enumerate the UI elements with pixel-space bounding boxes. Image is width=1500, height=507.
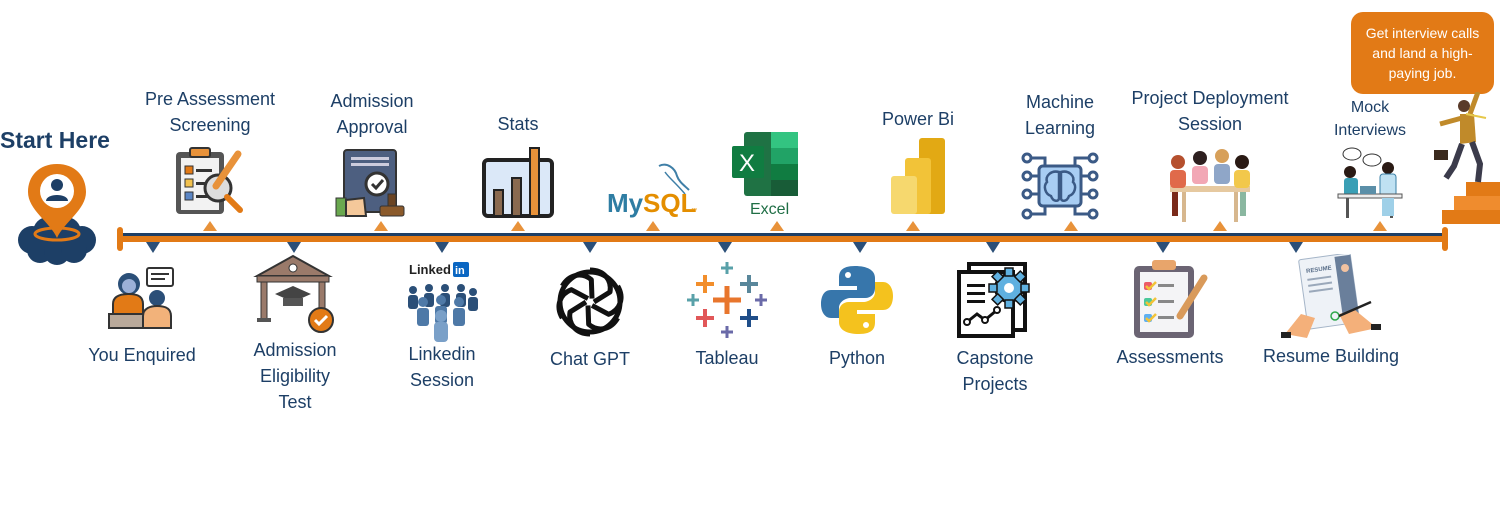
step-label-line: Assessments xyxy=(1116,347,1224,367)
timeline-start-cap xyxy=(117,227,123,251)
svg-text:SQL: SQL xyxy=(643,188,697,218)
ai-brain-chip-icon xyxy=(1021,148,1099,229)
chatgpt-logo-icon xyxy=(550,262,630,347)
timeline-marker-down xyxy=(986,242,1000,253)
timeline-marker-down xyxy=(435,242,449,253)
resume-signing-icon: RESUME xyxy=(1281,252,1381,345)
step-label-line: Linkedin xyxy=(408,344,476,364)
timeline-marker-down xyxy=(853,242,867,253)
step-label-line: Admission xyxy=(253,340,337,360)
step-label-line: Tableau xyxy=(695,348,759,368)
timeline-marker-up xyxy=(770,221,784,231)
step-label-line: Interviews xyxy=(1333,122,1407,139)
power-bi-logo-icon xyxy=(887,136,949,221)
python-logo-icon xyxy=(819,262,895,343)
institution-check-icon xyxy=(253,254,337,341)
timeline-line xyxy=(119,233,1447,236)
step-label-line: Projects xyxy=(962,374,1028,394)
step-label-line: Session xyxy=(1177,114,1243,134)
document-approval-stamp-icon xyxy=(334,148,410,225)
step-label: Resume Building xyxy=(1263,343,1399,369)
step-label-line: Approval xyxy=(336,117,408,137)
step-label: Python xyxy=(829,345,885,371)
timeline-marker-up xyxy=(1213,221,1227,231)
step-label: Stats xyxy=(497,111,538,137)
svg-text:™: ™ xyxy=(691,207,697,214)
svg-text:RESUME: RESUME xyxy=(1306,265,1332,275)
timeline-marker-up xyxy=(1064,221,1078,231)
step-label: Chat GPT xyxy=(550,346,630,372)
bar-chart-icon xyxy=(480,146,556,225)
svg-text:Linked: Linked xyxy=(409,262,451,277)
step-label-line: Power Bi xyxy=(881,109,955,129)
step-label-line: Mock xyxy=(1350,99,1390,116)
step-label-line: Eligibility xyxy=(259,366,331,386)
timeline-marker-up xyxy=(646,221,660,231)
step-label: Tableau xyxy=(695,345,758,371)
start-here-title: Start Here xyxy=(0,127,110,153)
step-label-line: Stats xyxy=(497,114,539,134)
excel-logo-icon: X Excel xyxy=(728,130,808,221)
capstone-document-gear-icon xyxy=(955,260,1035,345)
timeline-marker-up xyxy=(511,221,525,231)
step-label-line: You Enquired xyxy=(88,345,196,365)
linkedin-group-icon: Linked in xyxy=(405,260,479,349)
step-label-line: Machine xyxy=(1025,92,1095,112)
timeline-marker-up xyxy=(374,221,388,231)
timeline-line-orange xyxy=(119,236,1447,242)
step-label-line: Session xyxy=(409,370,475,390)
timeline-marker-up xyxy=(203,221,217,231)
step-label-line: Pre Assessment xyxy=(144,89,276,109)
step-label-line: Project Deployment xyxy=(1131,88,1289,108)
step-label-line: Chat GPT xyxy=(549,349,631,369)
svg-text:Excel: Excel xyxy=(750,201,789,216)
step-label-line: Admission xyxy=(330,91,414,111)
team-meeting-icon xyxy=(1160,146,1260,229)
step-label-line: Python xyxy=(828,348,886,368)
timeline-marker-down xyxy=(1156,242,1170,253)
step-label-line: Learning xyxy=(1024,118,1096,138)
svg-text:in: in xyxy=(455,265,465,277)
step-label: You Enquired xyxy=(88,342,195,368)
step-label: Assessments xyxy=(1116,344,1223,370)
timeline-marker-down xyxy=(287,242,301,253)
location-pin-person-icon xyxy=(14,160,100,271)
timeline-marker-up xyxy=(1373,221,1387,231)
timeline-marker-up xyxy=(906,221,920,231)
step-label-line: Screening xyxy=(169,115,251,135)
tableau-logo-icon xyxy=(685,260,769,345)
goal-speech-bubble: Get interview calls and land a high-payi… xyxy=(1351,12,1494,94)
interview-icon xyxy=(1332,146,1408,225)
climbing-stairs-success-icon xyxy=(1430,91,1500,232)
enquiry-desk-icon xyxy=(107,266,177,337)
svg-text:My: My xyxy=(607,188,644,218)
checklist-clipboard-icon xyxy=(1130,256,1210,345)
timeline-end-cap xyxy=(1442,227,1448,251)
timeline-marker-down xyxy=(146,242,160,253)
timeline-marker-down xyxy=(718,242,732,253)
step-label-line: Test xyxy=(278,392,312,412)
step-label: Power Bi xyxy=(882,106,954,132)
timeline-marker-down xyxy=(1289,242,1303,253)
svg-text:X: X xyxy=(739,150,755,177)
step-label-line: Resume Building xyxy=(1262,346,1400,366)
step-label-line: Capstone xyxy=(956,348,1034,368)
timeline-marker-down xyxy=(583,242,597,253)
clipboard-search-icon xyxy=(172,146,248,223)
